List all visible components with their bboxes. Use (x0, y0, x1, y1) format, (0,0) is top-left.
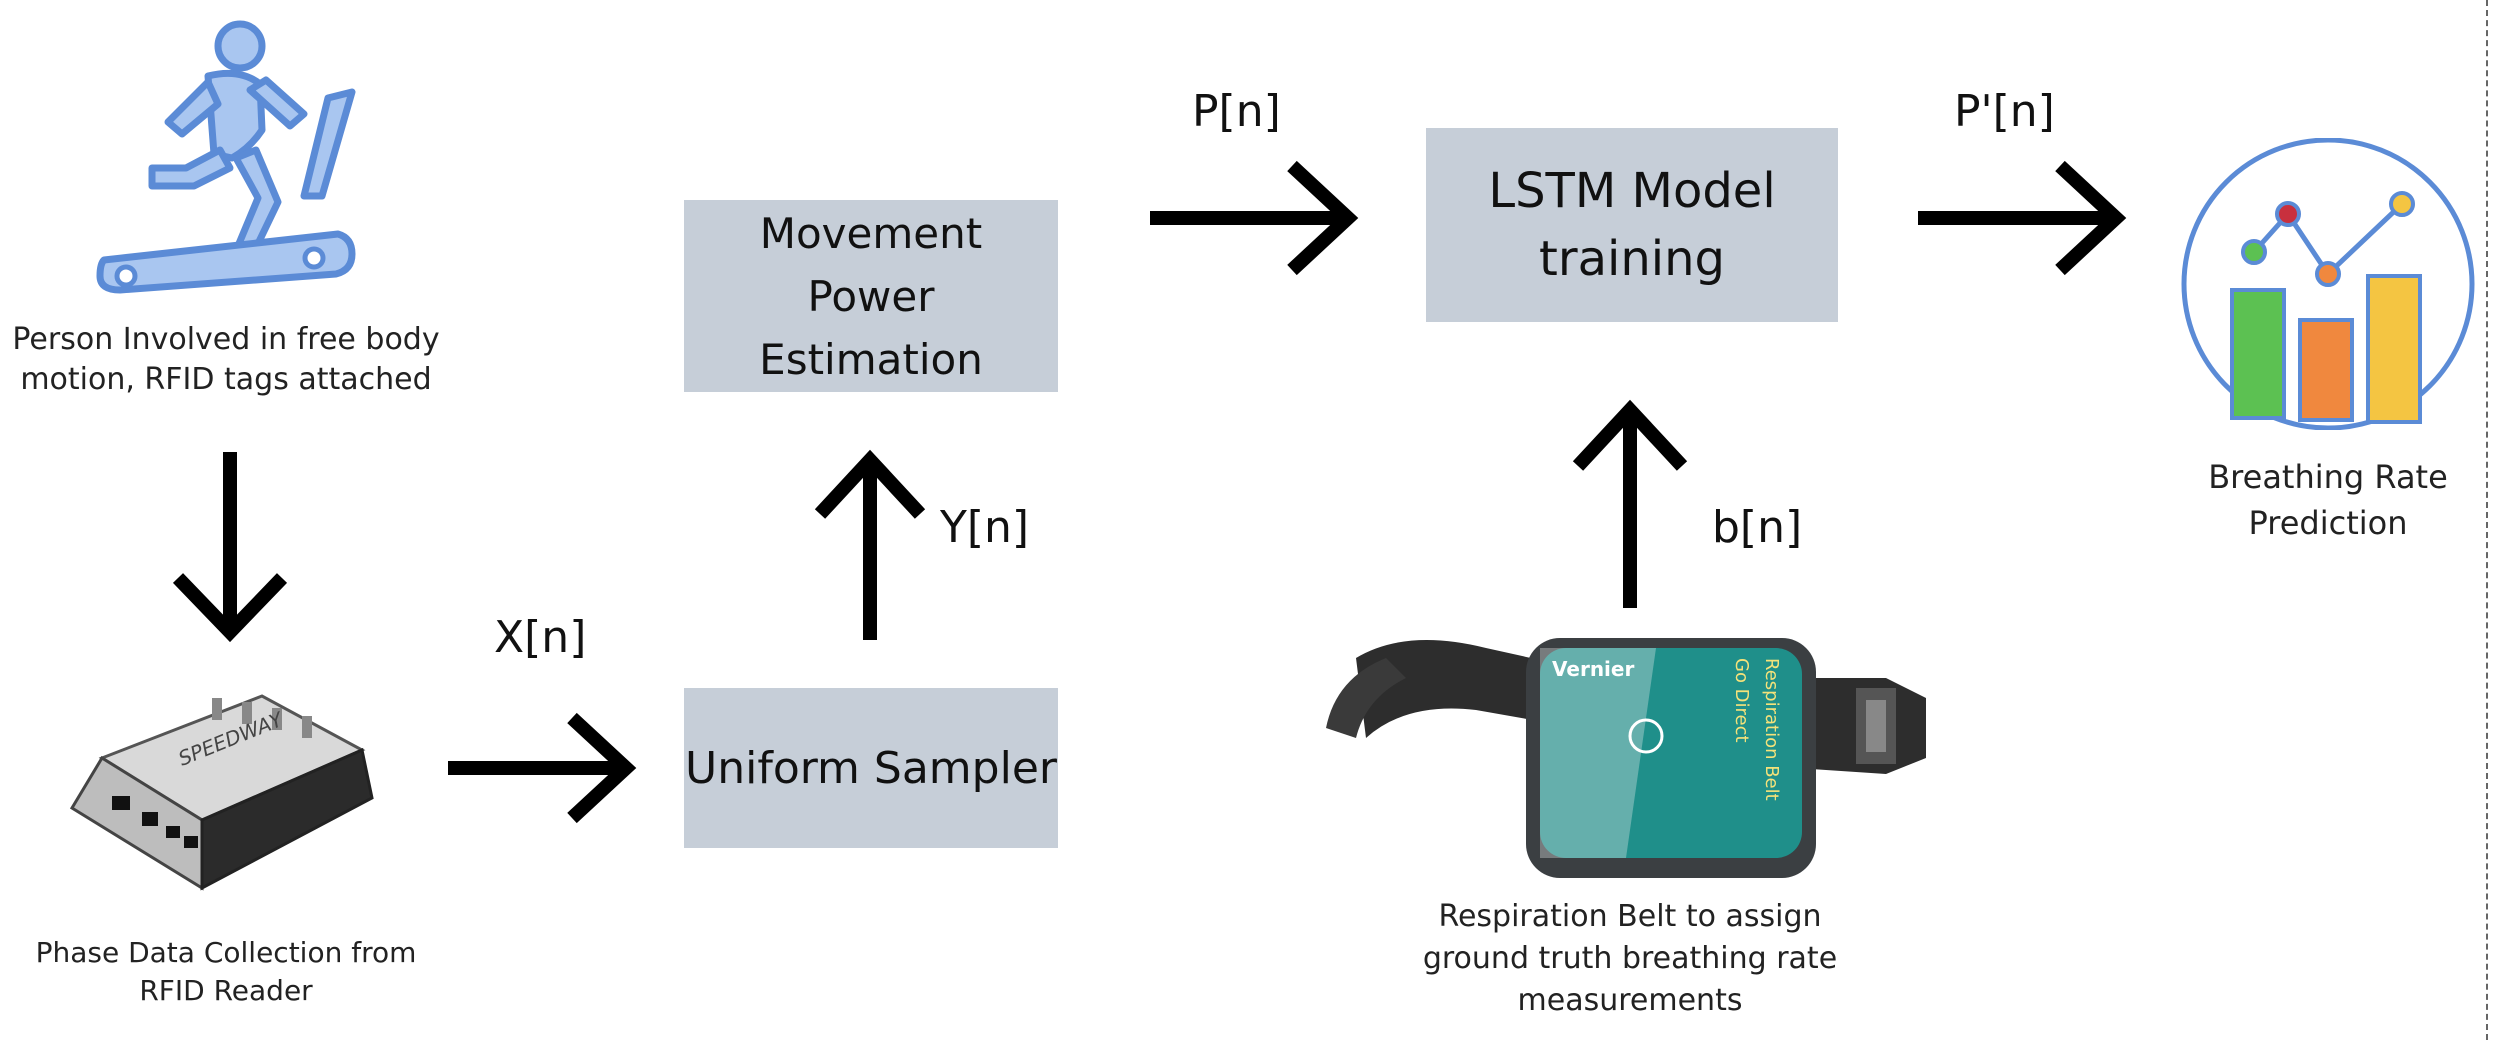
signal-p-prime-label: P'[n] (1954, 86, 2055, 137)
lstm-label: LSTM Model training (1488, 163, 1776, 287)
rfid-reader-icon: SPEEDWAY (69, 694, 374, 891)
belt-caption: Respiration Belt to assign ground truth … (1422, 899, 1838, 1018)
belt-brand-text: Vernier (1552, 657, 1634, 681)
lstm-box: LSTM Model training (1426, 128, 1838, 322)
person-caption: Person Involved in free body motion, RFI… (12, 322, 440, 397)
movement-power-label: Movement Power Estimation (759, 208, 983, 384)
arrow-power-to-lstm (1150, 160, 1359, 276)
signal-x-label: X[n] (494, 612, 587, 663)
movement-power-box: Movement Power Estimation (684, 200, 1058, 392)
chart-circle-icon (2181, 138, 2475, 430)
belt-product-text: Go Direct (1731, 658, 1752, 743)
prediction-caption: Breathing Rate Prediction (2208, 458, 2448, 542)
signal-b-label: b[n] (1712, 502, 1803, 553)
arrow-sampler-to-power (814, 449, 926, 640)
signal-y-label: Y[n] (940, 502, 1030, 553)
uniform-sampler-box: Uniform Sampler (684, 688, 1058, 848)
signal-p-label: P[n] (1192, 86, 1281, 137)
arrow-belt-to-lstm (1572, 399, 1688, 608)
treadmill-runner-icon (96, 20, 356, 294)
uniform-sampler-label: Uniform Sampler (685, 742, 1057, 794)
arrow-person-to-reader (172, 452, 288, 643)
respiration-belt-icon: Vernier Go Direct Respiration Belt (1326, 638, 1926, 878)
arrow-reader-to-sampler (448, 712, 637, 824)
arrow-lstm-to-prediction (1918, 160, 2127, 276)
belt-name-text: Respiration Belt (1761, 658, 1782, 801)
reader-caption: Phase Data Collection from RFID Reader (35, 936, 417, 1007)
right-border-divider (2486, 0, 2488, 1040)
